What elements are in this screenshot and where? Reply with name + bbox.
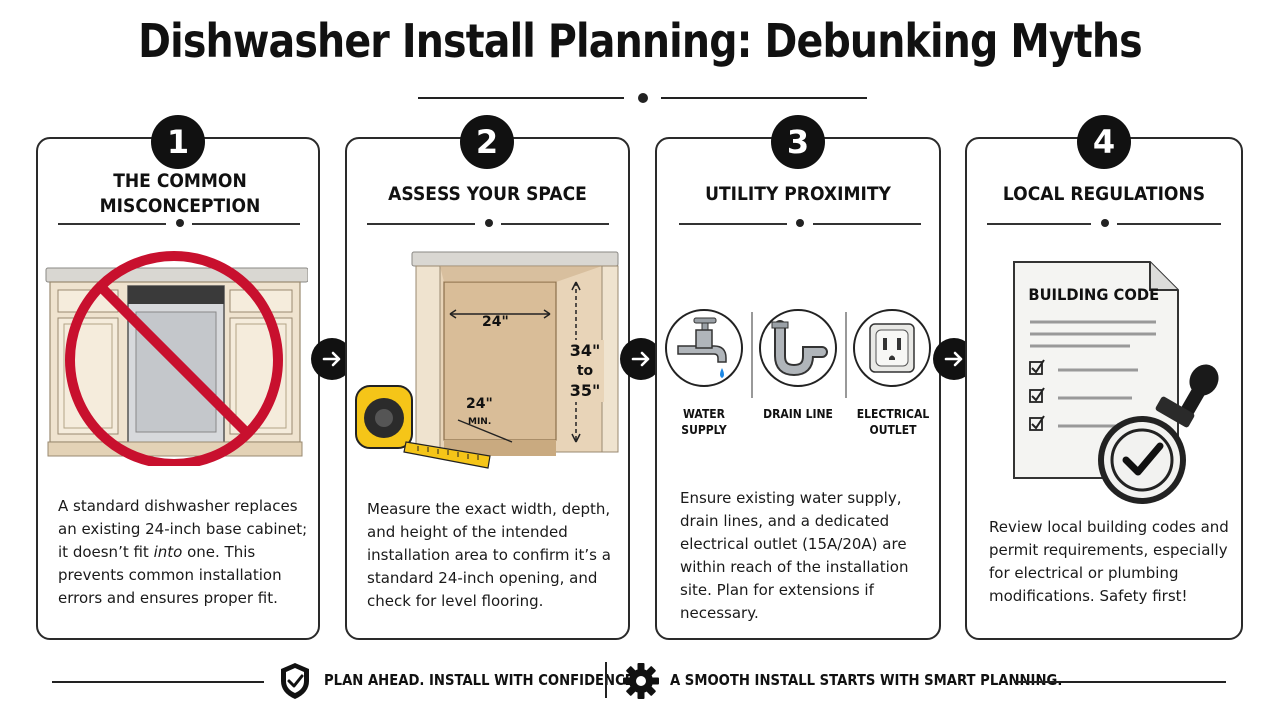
approved-seal-icon — [1098, 416, 1186, 504]
outlet-icon — [853, 309, 931, 387]
drain-line-label: DRAIN LINE — [763, 407, 833, 421]
utility-divider — [751, 312, 753, 398]
tape-measure-icon — [355, 385, 491, 469]
step-3-badge: 3 — [771, 115, 825, 169]
title-rule-left — [418, 97, 624, 99]
step-2-body: Measure the exact width, depth, and heig… — [367, 500, 611, 610]
step-4-body: Review local building codes and permit r… — [989, 518, 1229, 605]
step-1-title: THE COMMON MISCONCEPTION — [99, 170, 261, 217]
building-code-document-illustration: BUILDING CODE — [1013, 261, 1219, 504]
building-code-heading: BUILDING CODE — [1028, 285, 1159, 304]
footer-rule-right — [1014, 681, 1226, 683]
height-dimension-label-top: 34" — [570, 341, 601, 360]
footer-left-text: PLAN AHEAD. INSTALL WITH CONFIDENCE. — [324, 671, 639, 689]
step-1-rule-left — [58, 223, 166, 225]
opening-illustration: 24" 34" to 35" 24" MIN. — [355, 251, 619, 469]
step-3-rule-right — [813, 223, 921, 225]
step-2-rule-dot — [485, 219, 493, 227]
checkbox-checked-icon — [1029, 359, 1045, 375]
depth-dimension-note: MIN. — [468, 417, 491, 427]
step-3-body: Ensure existing water supply, drain line… — [680, 489, 909, 622]
step-1-rule-dot — [176, 219, 184, 227]
gear-icon — [623, 663, 659, 699]
checkbox-checked-icon — [1029, 387, 1045, 403]
step-3-rule-left — [679, 223, 787, 225]
water-supply-label: WATER SUPPLY — [681, 407, 727, 437]
title-rule-right — [661, 97, 867, 99]
step-3-title: UTILITY PROXIMITY — [705, 183, 891, 205]
rubber-stamp-icon — [1155, 364, 1219, 428]
step-4-badge: 4 — [1077, 115, 1131, 169]
step-1-badge: 1 — [151, 115, 205, 169]
step-4-rule-left — [987, 223, 1091, 225]
step-2-rule-right — [501, 223, 609, 225]
footer-right-text: A SMOOTH INSTALL STARTS WITH SMART PLANN… — [670, 671, 1063, 689]
title-rule-dot — [638, 93, 648, 103]
faucet-icon — [665, 309, 743, 387]
checkbox-checked-icon — [1029, 415, 1045, 431]
arrow-right-icon — [944, 351, 963, 367]
step-2-badge: 2 — [460, 115, 514, 169]
step-1-body: A standard dishwasher replaces an existi… — [58, 497, 308, 607]
arrow-right-icon — [322, 351, 341, 367]
drain-pipe-icon — [759, 309, 837, 387]
step-2-title: ASSESS YOUR SPACE — [388, 183, 587, 205]
depth-dimension-label: 24" — [466, 396, 493, 412]
page-title: Dishwasher Install Planning: Debunking M… — [138, 14, 1143, 68]
utility-divider — [845, 312, 847, 398]
width-dimension-label: 24" — [482, 314, 509, 330]
height-dimension-label-bottom: 35" — [570, 381, 601, 400]
step-4-rule-right — [1117, 223, 1221, 225]
height-dimension-label-mid: to — [577, 363, 594, 379]
footer-rule-left — [52, 681, 264, 683]
step-4-title: LOCAL REGULATIONS — [1002, 183, 1206, 205]
cabinet-prohibited-illustration — [45, 251, 308, 466]
step-3-panel: UTILITY PROXIMITY Ensure existing water … — [655, 137, 941, 640]
footer-divider — [605, 662, 607, 698]
step-3-rule-dot — [796, 219, 804, 227]
arrow-right-icon — [631, 351, 650, 367]
step-4-rule-dot — [1101, 219, 1109, 227]
step-1-rule-right — [192, 223, 300, 225]
shield-check-icon — [281, 663, 309, 699]
step-2-rule-left — [367, 223, 475, 225]
electrical-outlet-label: ELECTRICAL OUTLET — [856, 407, 930, 437]
